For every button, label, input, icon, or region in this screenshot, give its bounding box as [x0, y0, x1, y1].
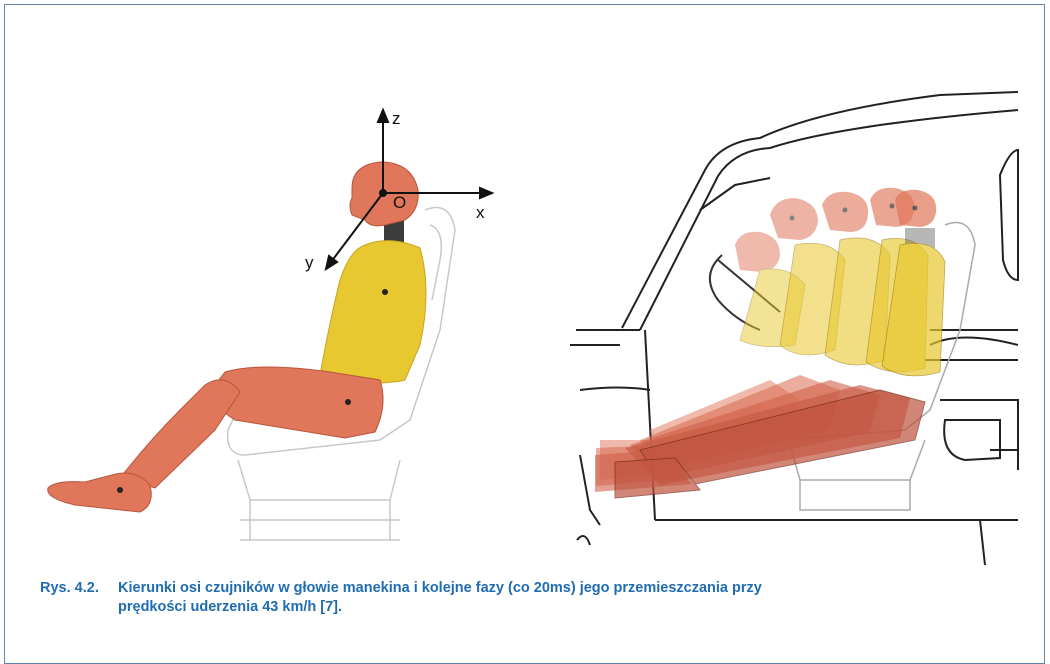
dummy-foot — [48, 473, 152, 512]
origin-sensor-marker — [379, 189, 387, 197]
figure-caption: Rys. 4.2.Kierunki osi czujników w głowie… — [40, 579, 1000, 617]
dummy-lower-leg — [120, 380, 240, 488]
torso-sensor-marker — [382, 289, 388, 295]
dummy-thigh — [214, 367, 383, 438]
figure-illustration: z x y O — [0, 0, 1050, 648]
thigh-sensor-marker — [345, 399, 351, 405]
foot-sensor-marker — [117, 487, 123, 493]
caption-line-1: Kierunki osi czujników w głowie manekina… — [118, 580, 762, 596]
axis-label-y: y — [305, 253, 314, 272]
left-dummy-diagram: z x y O — [48, 109, 492, 540]
axis-label-x: x — [476, 203, 485, 222]
caption-line-2: prędkości uderzenia 43 km/h [7]. — [40, 598, 1000, 617]
axis-label-origin: O — [393, 193, 406, 212]
right-phases-diagram — [570, 92, 1018, 565]
figure-number: Rys. 4.2. — [40, 579, 118, 598]
axis-label-z: z — [392, 109, 401, 128]
